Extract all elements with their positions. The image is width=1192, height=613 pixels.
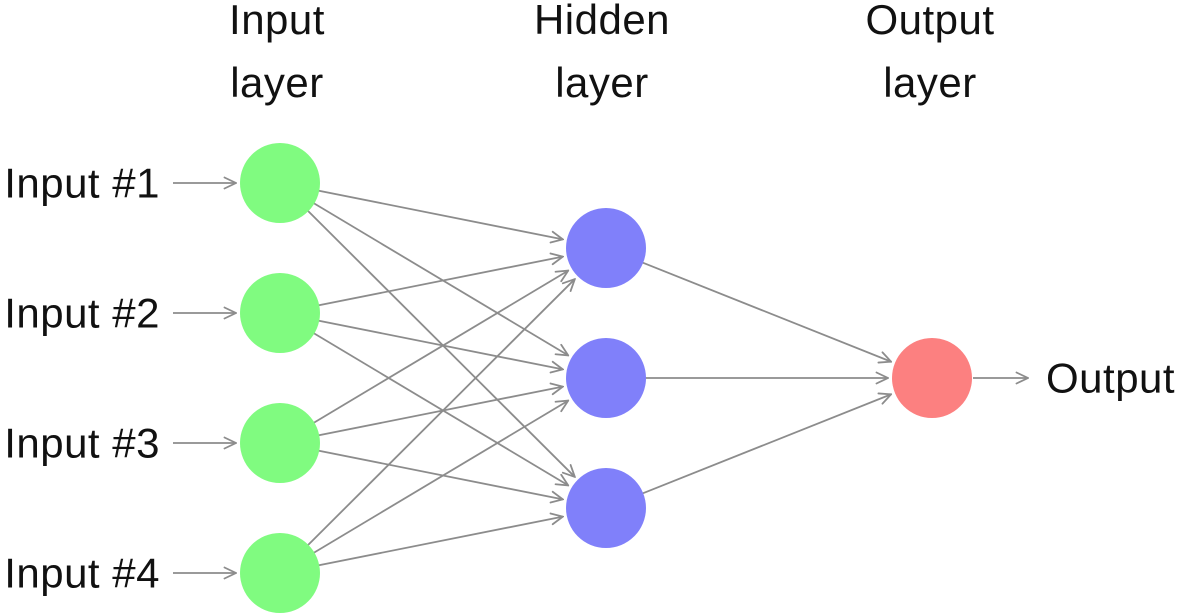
edge-input-1-hidden-2 — [279, 182, 568, 355]
edge-input-3-hidden-1 — [279, 271, 568, 444]
header-output-layer-line1: Output — [865, 0, 994, 43]
hidden-1-node — [566, 208, 646, 288]
input-label-4: Input #4 — [4, 550, 160, 597]
header-hidden-layer-line2: layer — [555, 59, 649, 106]
labels-group: Input #1 Input #2 Input #3 Input #4 Output — [4, 160, 1175, 597]
edge-input-4-hidden-2 — [279, 401, 568, 574]
input-4-node — [240, 533, 320, 613]
edge-input-4-hidden-3 — [279, 517, 563, 574]
hidden-2-node — [566, 338, 646, 418]
edge-input-1-hidden-1 — [279, 182, 563, 239]
edge-input-1-hidden-3 — [279, 182, 575, 477]
input-2-node — [240, 273, 320, 353]
input-label-2: Input #2 — [4, 290, 160, 337]
output-label: Output — [1046, 355, 1175, 402]
edge-input-4-hidden-1 — [279, 279, 575, 574]
header-output-layer-line2: layer — [883, 59, 977, 106]
header-input-layer-line1: Input — [229, 0, 325, 43]
input-1-node — [240, 143, 320, 223]
header-input-layer-line2: layer — [230, 59, 324, 106]
hidden-3-node — [566, 468, 646, 548]
headers-group: Input layer Hidden layer Output layer — [229, 0, 994, 106]
edge-input-2-hidden-1 — [279, 257, 563, 314]
edges-group — [279, 182, 891, 574]
nodes-group — [240, 143, 972, 613]
header-hidden-layer-line1: Hidden — [534, 0, 670, 43]
io-arrows-group — [173, 183, 1028, 573]
edge-input-3-hidden-2 — [279, 387, 563, 444]
input-3-node — [240, 403, 320, 483]
edge-hidden-1-output-1 — [605, 247, 891, 362]
input-label-3: Input #3 — [4, 420, 160, 467]
edge-input-3-hidden-3 — [279, 442, 563, 499]
edge-hidden-3-output-1 — [605, 394, 891, 509]
output-1-node — [892, 338, 972, 418]
input-label-1: Input #1 — [4, 160, 160, 207]
edge-input-2-hidden-3 — [279, 312, 568, 485]
edge-input-2-hidden-2 — [279, 312, 563, 369]
